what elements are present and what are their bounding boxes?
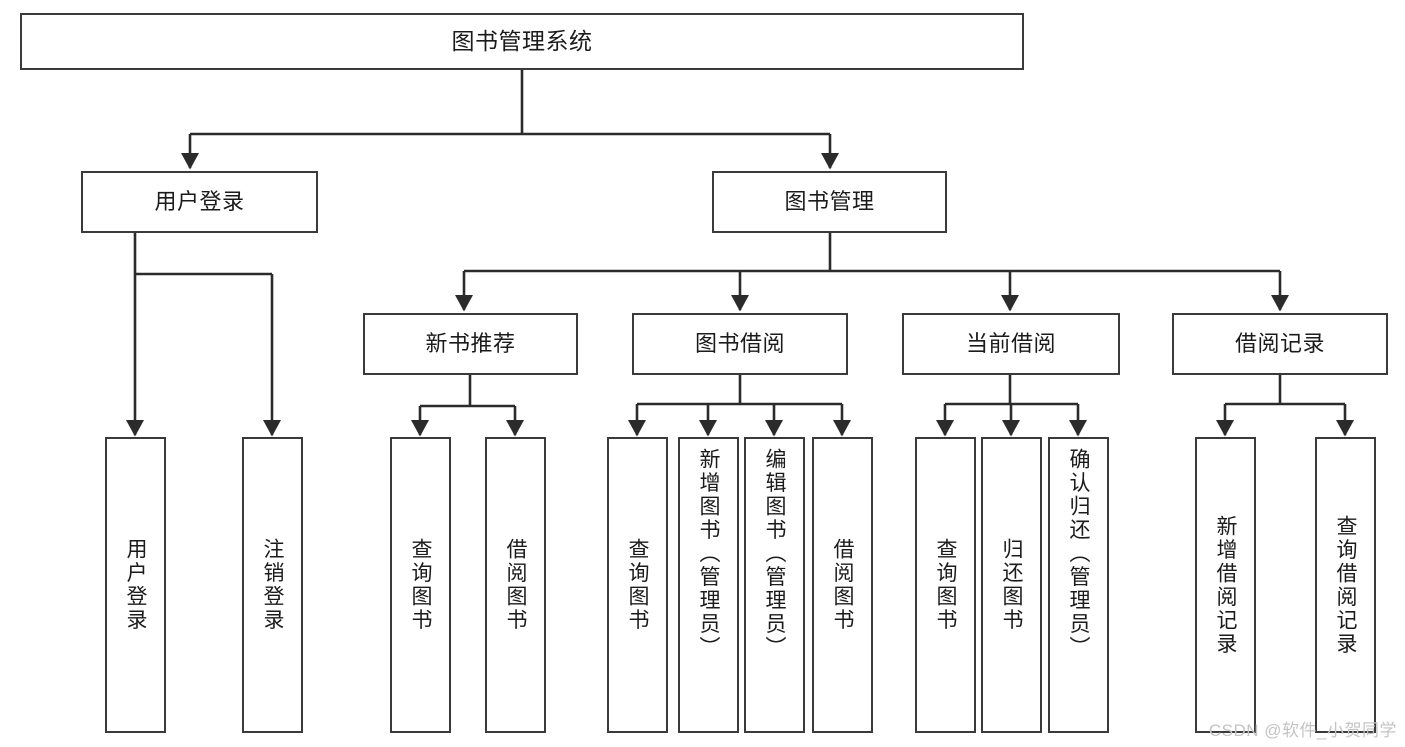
node-leaf-query-book-borrow[interactable]: 查询图书	[607, 437, 668, 733]
node-leaf-add-book-admin[interactable]: 新增图书（管理员）	[678, 437, 739, 733]
node-label: 借阅记录	[1234, 331, 1325, 357]
node-leaf-return-book[interactable]: 归还图书	[981, 437, 1042, 733]
node-label: 新书推荐	[425, 331, 516, 357]
node-label: 图书管理	[784, 189, 875, 215]
node-label: 借阅图书	[504, 538, 527, 632]
node-label: 查询图书	[626, 538, 649, 632]
node-borrow-record[interactable]: 借阅记录	[1172, 313, 1388, 375]
watermark-text: CSDN @软件_小贺同学	[1208, 721, 1397, 740]
node-label: 当前借阅	[965, 331, 1056, 357]
node-label: 编辑图书（管理员）	[763, 448, 786, 660]
node-label: 用户登录	[154, 189, 245, 215]
node-label: 新增图书（管理员）	[697, 448, 720, 660]
node-leaf-add-borrow-record[interactable]: 新增借阅记录	[1195, 437, 1256, 733]
node-leaf-query-book-current[interactable]: 查询图书	[915, 437, 976, 733]
node-label: 确认归还（管理员）	[1067, 448, 1090, 660]
node-label: 查询图书	[934, 538, 957, 632]
node-label: 新增借阅记录	[1214, 514, 1237, 656]
node-label: 查询借阅记录	[1334, 514, 1357, 656]
node-leaf-borrow-book-recommend[interactable]: 借阅图书	[485, 437, 546, 733]
node-leaf-edit-book-admin[interactable]: 编辑图书（管理员）	[744, 437, 805, 733]
node-book-borrow[interactable]: 图书借阅	[632, 313, 848, 375]
node-label: 图书管理系统	[451, 27, 593, 54]
node-leaf-query-borrow-record[interactable]: 查询借阅记录	[1315, 437, 1376, 733]
node-label: 借阅图书	[831, 538, 854, 632]
node-label: 用户登录	[124, 538, 147, 632]
node-label: 注销登录	[261, 538, 284, 632]
node-user-login[interactable]: 用户登录	[81, 171, 318, 233]
node-leaf-borrow-book[interactable]: 借阅图书	[812, 437, 873, 733]
node-leaf-user-login[interactable]: 用户登录	[105, 437, 166, 733]
node-root-book-management-system[interactable]: 图书管理系统	[20, 13, 1024, 70]
node-book-management[interactable]: 图书管理	[712, 171, 947, 233]
node-leaf-confirm-return-admin[interactable]: 确认归还（管理员）	[1048, 437, 1109, 733]
node-label: 查询图书	[409, 538, 432, 632]
node-label: 图书借阅	[694, 331, 785, 357]
node-leaf-query-book-recommend[interactable]: 查询图书	[390, 437, 451, 733]
node-new-book-recommend[interactable]: 新书推荐	[363, 313, 578, 375]
node-label: 归还图书	[1000, 538, 1023, 632]
node-current-borrow[interactable]: 当前借阅	[902, 313, 1120, 375]
node-leaf-logout[interactable]: 注销登录	[242, 437, 303, 733]
